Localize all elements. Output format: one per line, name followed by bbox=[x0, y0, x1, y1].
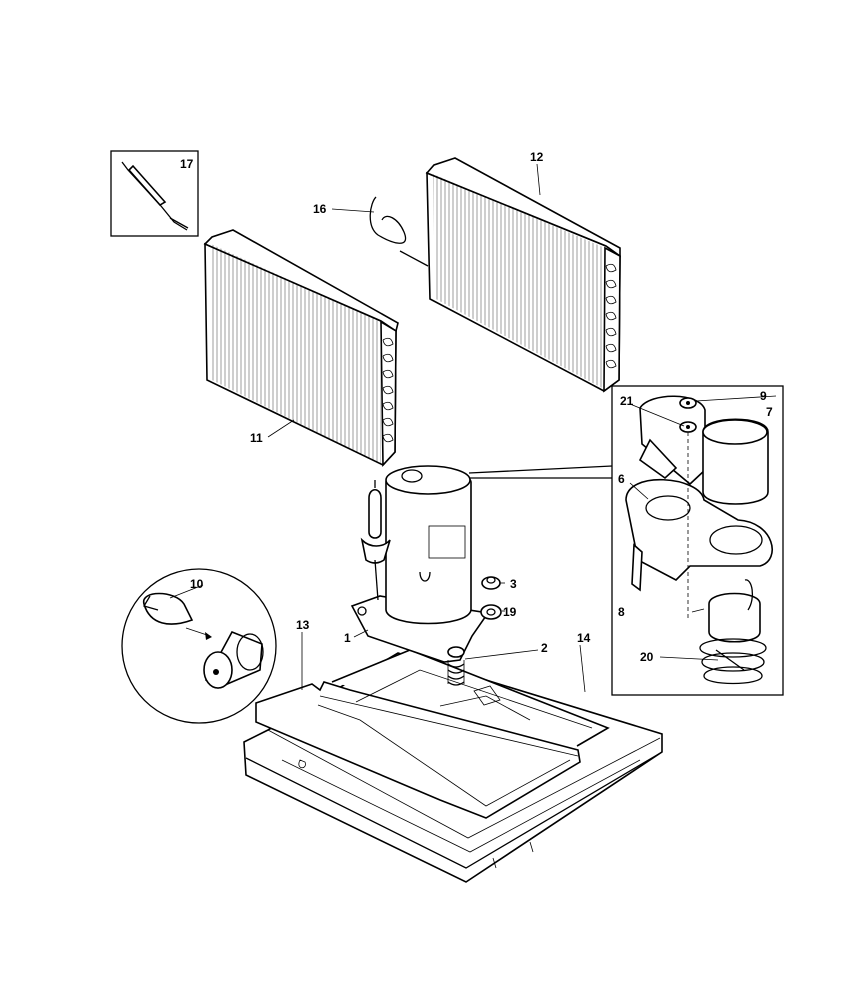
callout-6: 6 bbox=[618, 472, 625, 486]
filter-drier-17 bbox=[110, 150, 199, 237]
leader-lines bbox=[169, 163, 777, 693]
callout-12: 12 bbox=[530, 150, 544, 164]
callout-20: 20 bbox=[640, 650, 654, 664]
evaporator-coil-12 bbox=[425, 157, 621, 393]
callout-1: 1 bbox=[344, 631, 351, 645]
callout-14: 14 bbox=[577, 631, 591, 645]
thermostat-bulb-16 bbox=[369, 196, 429, 267]
callout-11: 11 bbox=[250, 431, 263, 445]
callout-8-inset: 8 bbox=[618, 605, 625, 619]
callout-labels: 17 12 16 11 21 9 7 6 3 19 8 10 13 14 1 2… bbox=[180, 150, 773, 664]
drain-pan-13 bbox=[255, 649, 610, 819]
callout-7: 7 bbox=[766, 405, 773, 419]
nut-3 bbox=[481, 576, 501, 590]
capacitor-inset-10 bbox=[121, 568, 277, 724]
callout-2: 2 bbox=[541, 641, 548, 655]
overload-relay-inset bbox=[468, 385, 784, 696]
callout-16: 16 bbox=[313, 202, 327, 216]
callout-19: 19 bbox=[503, 605, 517, 619]
callout-9: 9 bbox=[760, 389, 767, 403]
callout-21: 21 bbox=[620, 394, 634, 408]
condenser-coil-11 bbox=[203, 229, 399, 468]
compressor-1 bbox=[350, 465, 490, 663]
callout-3: 3 bbox=[510, 577, 517, 591]
callout-13: 13 bbox=[296, 618, 310, 632]
callout-17: 17 bbox=[180, 157, 194, 171]
callout-10: 10 bbox=[190, 577, 204, 591]
mount-spring-2 bbox=[447, 646, 465, 686]
grommet-19 bbox=[480, 604, 502, 620]
